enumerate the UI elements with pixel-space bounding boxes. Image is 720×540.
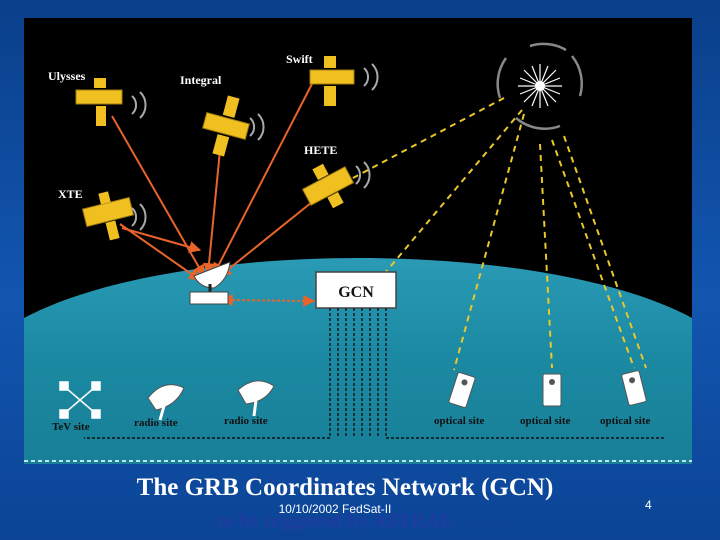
tev-site-icon (59, 381, 101, 419)
label-tev-site: TeV site (52, 421, 90, 433)
radio-site-2-icon (237, 380, 275, 417)
earth-surface (24, 258, 692, 464)
label-optical-site-2: optical site (520, 415, 571, 427)
label-ulysses: Ulysses (48, 69, 86, 83)
optical-dashed-lines (333, 97, 647, 371)
slide-footer-date: 10/10/2002 FedSat-II (278, 502, 392, 516)
satellite-integral (202, 95, 250, 157)
radio-site-1-icon (147, 384, 185, 421)
label-optical-site-3: optical site (600, 415, 651, 427)
satellite-ulysses (75, 78, 123, 126)
satellite-orange-arrows (111, 79, 323, 307)
optical-site-1-icon (448, 372, 476, 408)
slide-title: The GRB Coordinates Network (GCN) (136, 474, 554, 501)
gcn-box (315, 271, 397, 309)
gcn-distribution-arrows (84, 308, 664, 439)
label-radio-site-2: radio site (224, 415, 268, 427)
label-optical-site-1: optical site (434, 415, 485, 427)
satellite-hete (301, 163, 355, 209)
signal-waves (131, 63, 379, 231)
satellite-swift (309, 56, 355, 106)
slide-subtitle: to be triggered by ASTRAL (216, 510, 454, 532)
label-xte: XTE (58, 187, 83, 201)
label-integral: Integral (180, 73, 222, 87)
grb-network-diagram: GCN Ulysses Integral Swift HETE (24, 18, 692, 464)
label-radio-site-1: radio site (134, 417, 178, 429)
slide-page-number: 4 (645, 498, 652, 512)
gcn-box-label: GCN (338, 284, 374, 301)
optical-site-2-icon (542, 373, 562, 407)
satellite-xte (81, 191, 135, 241)
ground-station-dish-icon (189, 261, 231, 305)
grb-burst-icon (496, 42, 583, 130)
optical-site-3-icon (621, 370, 647, 406)
label-hete: HETE (304, 143, 337, 157)
label-swift: Swift (286, 52, 313, 66)
